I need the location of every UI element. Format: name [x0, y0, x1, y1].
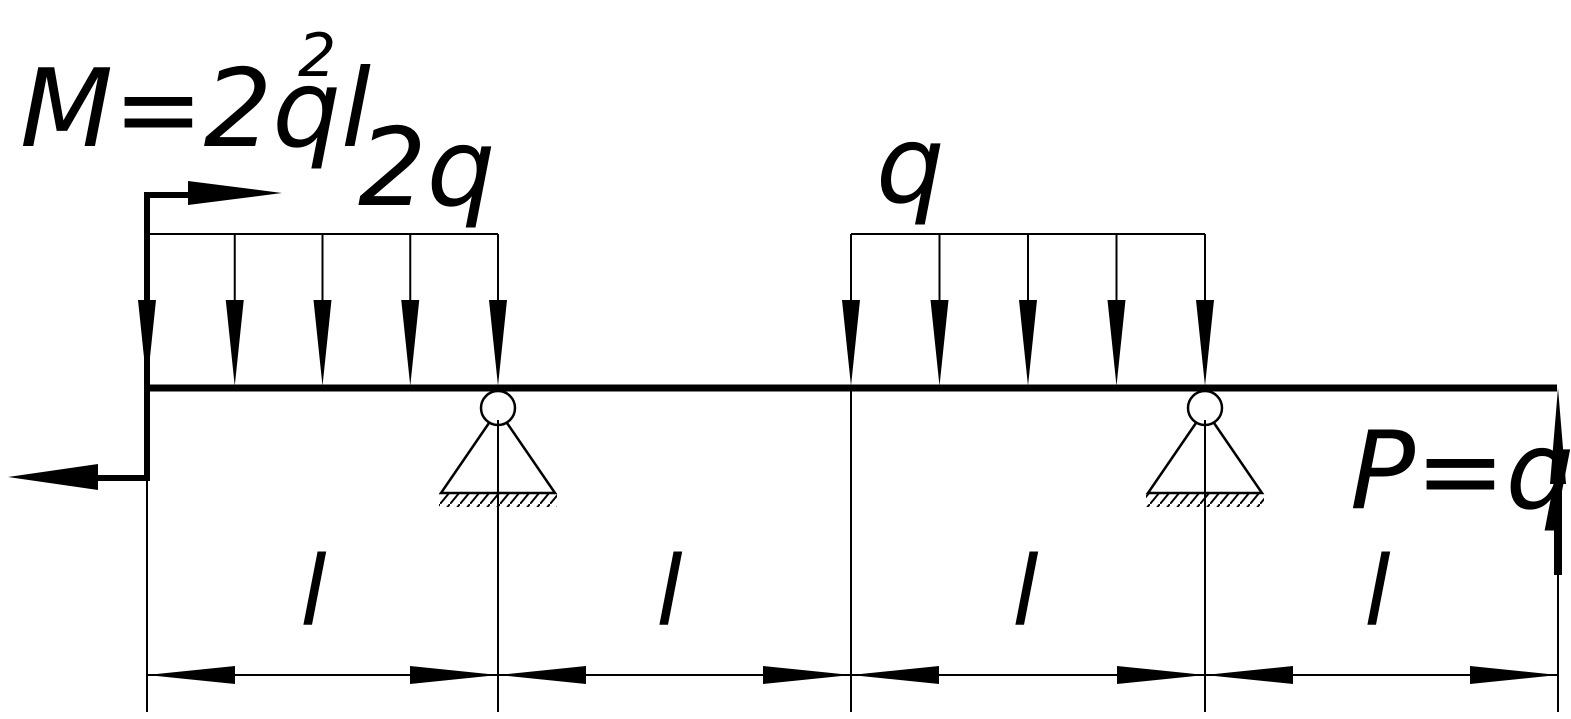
load-q-arrow-head — [1019, 300, 1037, 386]
distributed-load-q — [842, 233, 1214, 386]
extension-lines — [146, 388, 1559, 712]
load-q-arrow-head — [842, 300, 860, 386]
dimension-arrow-right — [410, 666, 498, 684]
load-label-2q: 2q — [358, 106, 495, 231]
dimension-arrow-right — [1117, 666, 1205, 684]
force-p-arrow — [1550, 388, 1566, 575]
load-label-q: q — [876, 103, 945, 228]
dimension-arrow-left — [147, 666, 235, 684]
dimension-arrow-left — [851, 666, 939, 684]
dimension-arrow-left — [1205, 666, 1293, 684]
span-label-4: l — [1364, 536, 1391, 648]
moment-exponent: 2 — [298, 21, 336, 91]
load-2q-arrow-head — [313, 300, 332, 386]
dimension-arrow-right — [1470, 666, 1558, 684]
distributed-load-2q — [138, 233, 507, 386]
load-q-arrow-head — [930, 300, 949, 386]
dimension-lines — [147, 666, 1558, 684]
load-q-arrow-head — [1196, 300, 1214, 386]
load-2q-arrow-head — [225, 300, 244, 386]
force-label: P=ql — [1350, 409, 1571, 534]
span-label-2: l — [656, 536, 683, 648]
dimension-arrow-right — [763, 666, 851, 684]
span-label-3: l — [1012, 536, 1039, 648]
span-label-1: l — [300, 536, 327, 648]
load-q-arrow-head — [1107, 300, 1126, 386]
dimension-arrow-left — [498, 666, 586, 684]
load-2q-arrow-head — [401, 300, 420, 386]
load-2q-arrow-head — [138, 300, 156, 386]
load-2q-arrow-head — [489, 300, 507, 386]
moment-label: M=2ql — [20, 47, 371, 172]
